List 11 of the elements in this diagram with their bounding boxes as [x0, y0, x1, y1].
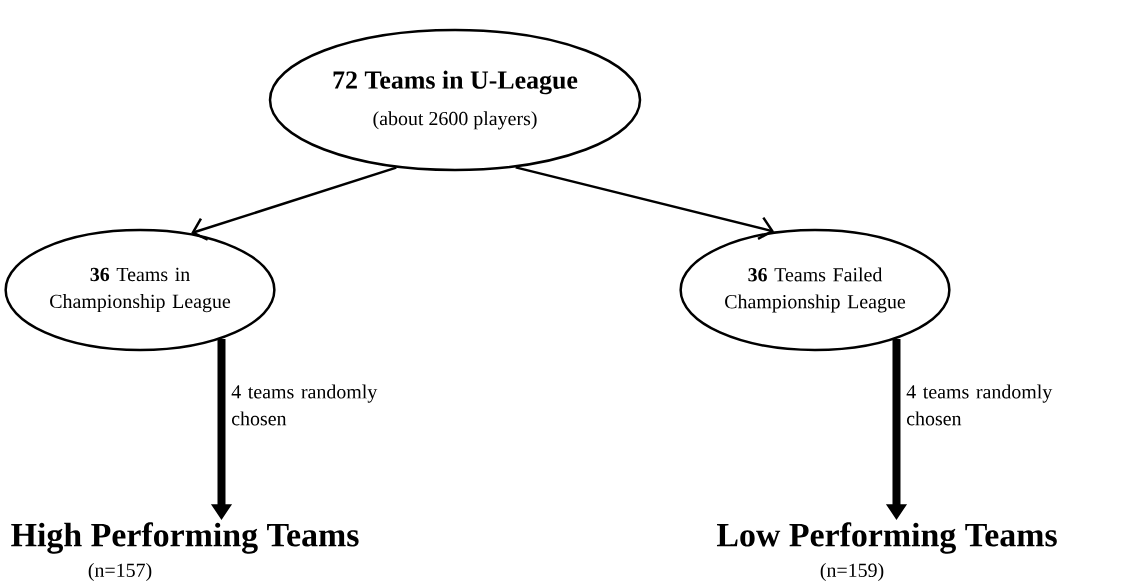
arrow: [515, 166, 775, 241]
ellipse-node: 36 Teams Failed Championship League: [679, 228, 951, 352]
sample-size: (n=157): [88, 562, 152, 581]
edge-label: 4 teams randomly chosen: [906, 384, 1053, 426]
ellipse-node: 36 Teams in Championship League: [4, 228, 276, 352]
ellipse-node: 72 Teams in U-League (about 2600 players): [268, 28, 642, 172]
result-label: Low Performing Teams: [717, 522, 1057, 554]
result-label: High Performing Teams: [11, 522, 359, 554]
sample-size: (n=159): [820, 562, 884, 581]
arrow: [191, 166, 397, 241]
edge-label: 4 teams randomly chosen: [231, 384, 378, 426]
